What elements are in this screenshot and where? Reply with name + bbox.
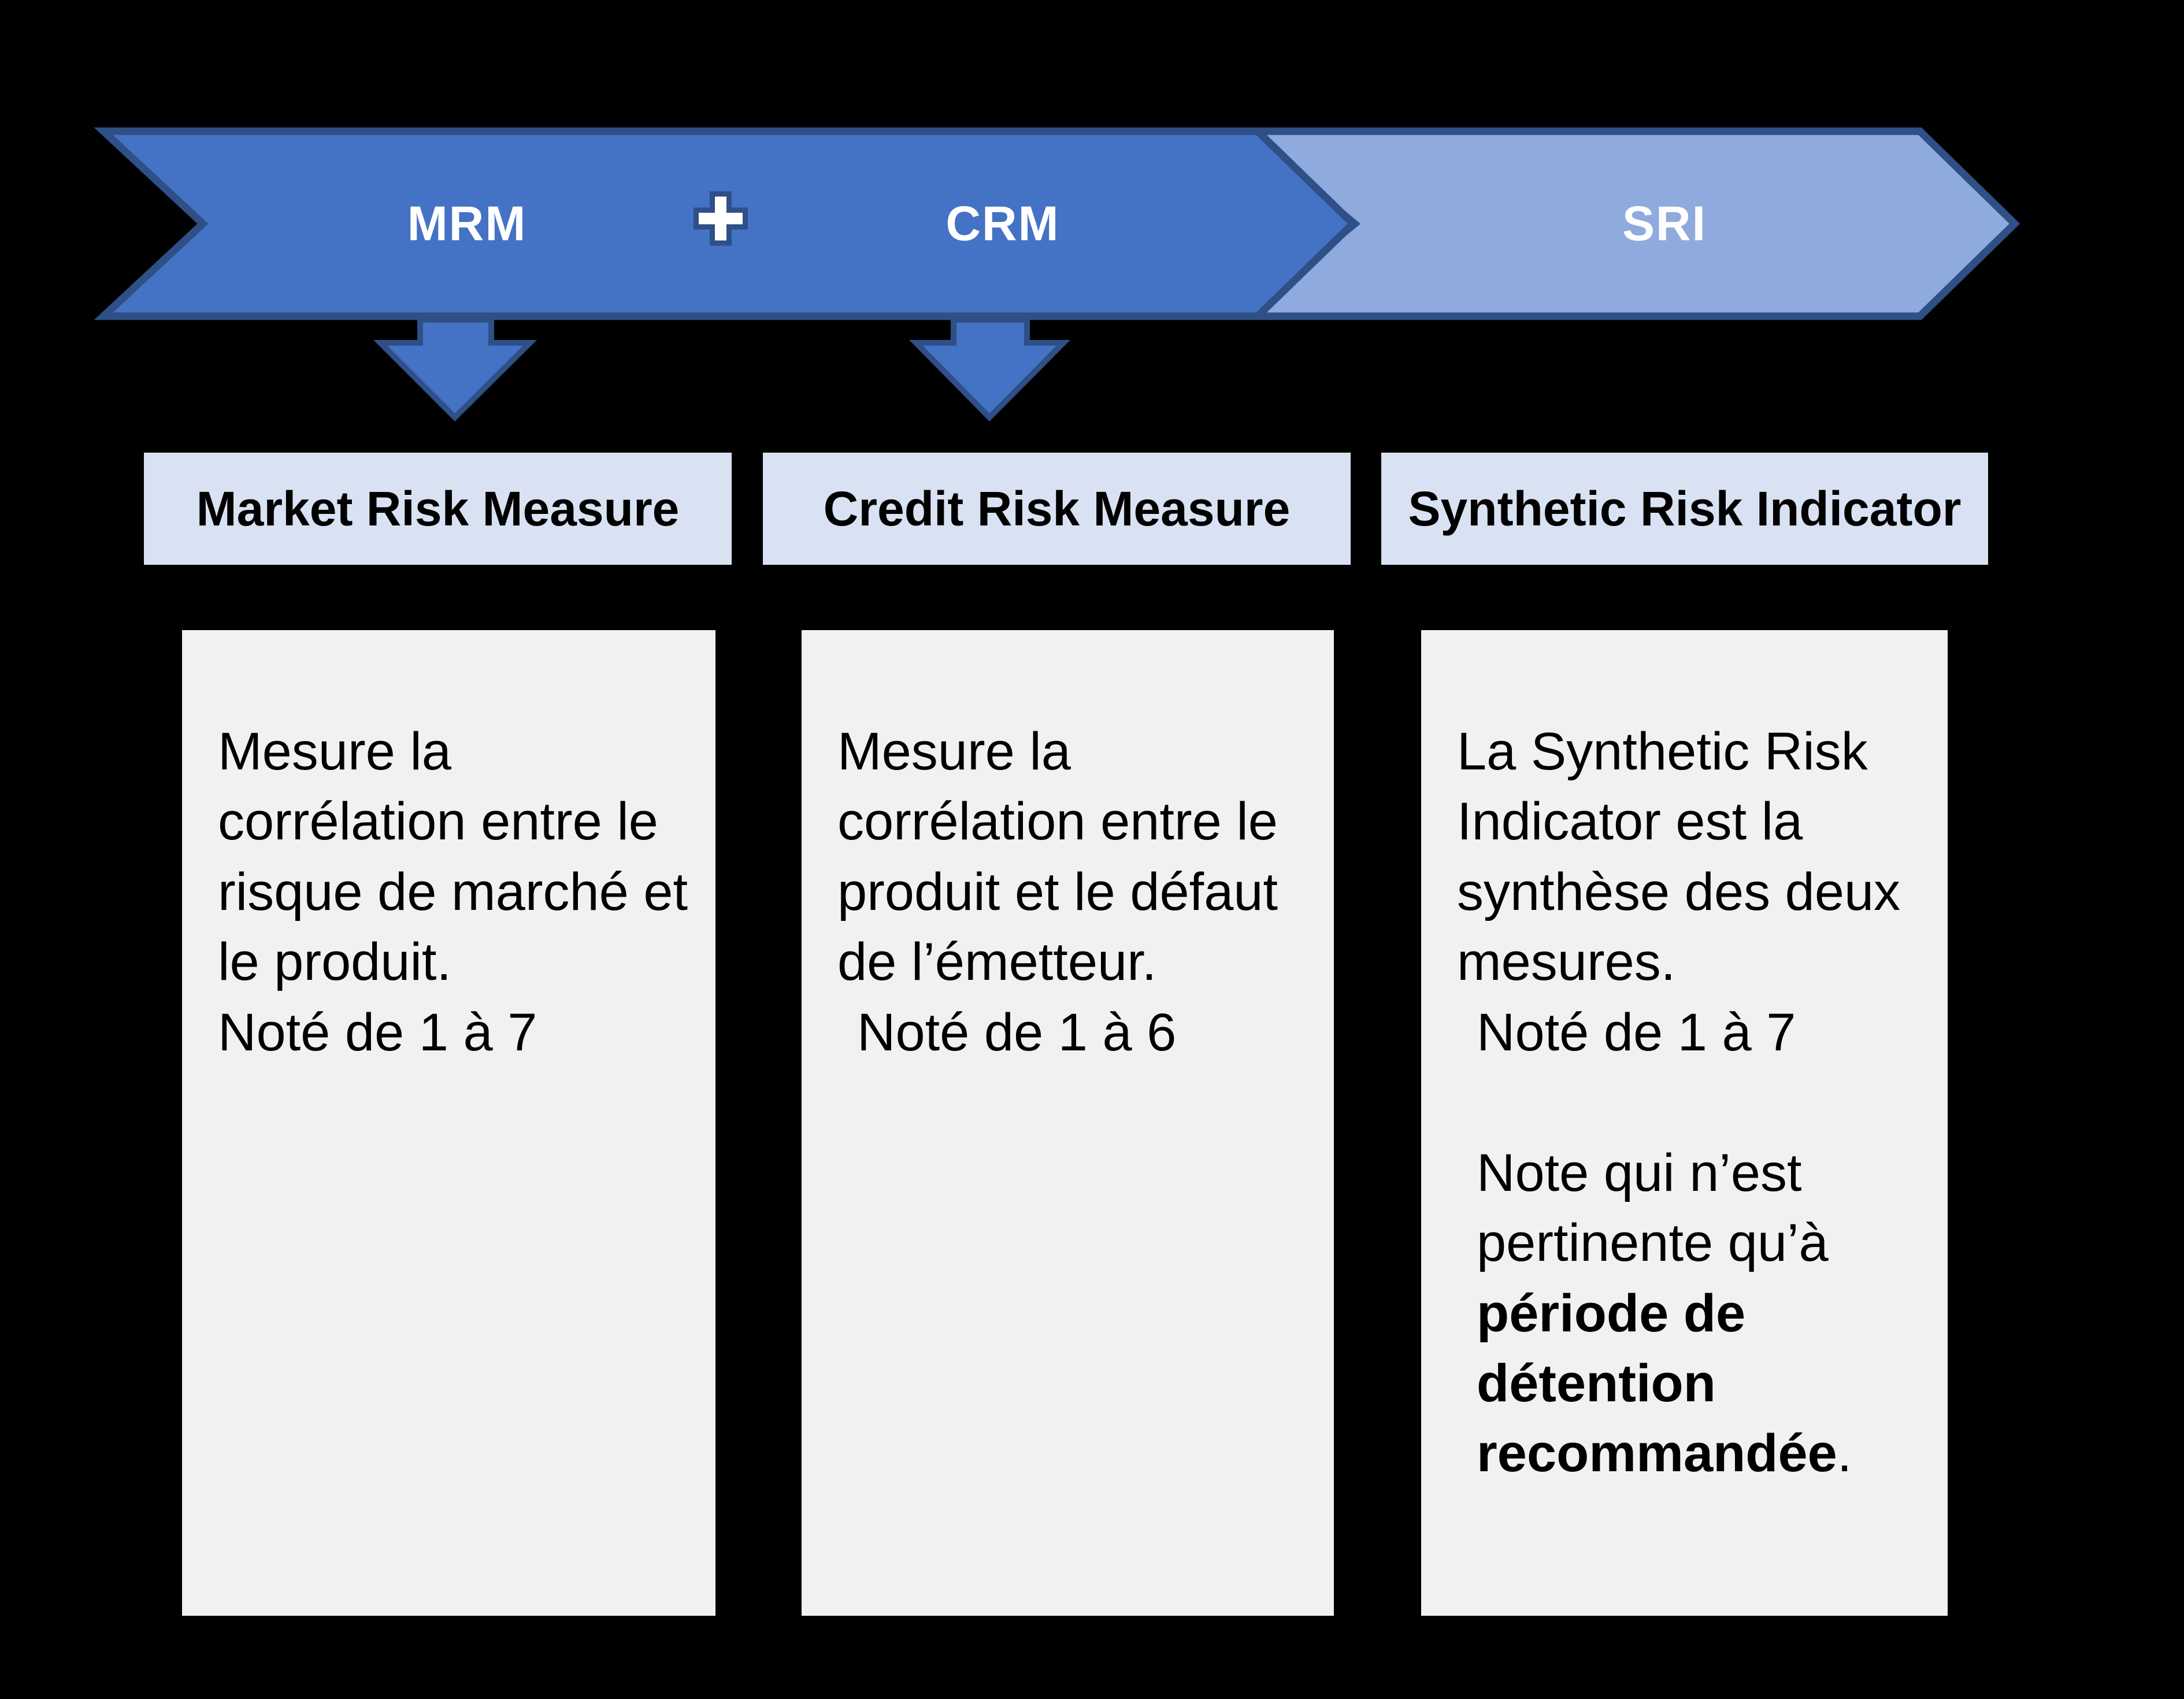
panel-2-description: Mesure la corrélation entre le produit e…: [837, 722, 1278, 992]
down-arrow-crm: [909, 317, 1071, 422]
panel-3-rating: Noté de 1 à 7: [1477, 1002, 1796, 1062]
panel-2-rating: Noté de 1 à 6: [857, 1002, 1177, 1062]
panel-credit-risk-measure: Mesure la corrélation entre le produit e…: [802, 630, 1334, 1616]
panel-1-description: Mesure la corrélation entre le risque de…: [218, 722, 688, 992]
banner-label-crm: CRM: [945, 196, 1060, 251]
down-arrow-mrm: [373, 317, 537, 422]
plus-icon: [694, 191, 748, 246]
header-credit-risk-measure: Credit Risk Measure: [763, 453, 1351, 565]
panel-3-note-suffix: .: [1837, 1424, 1852, 1483]
header-synthetic-risk-indicator: Synthetic Risk Indicator: [1381, 453, 1988, 565]
banner-label-sri: SRI: [1622, 196, 1707, 251]
panel-market-risk-measure: Mesure la corrélation entre le risque de…: [182, 630, 715, 1616]
header-market-risk-measure: Market Risk Measure: [144, 453, 732, 565]
panel-3-note-normal: Note qui n’est pertinente qu’à: [1477, 1143, 1829, 1273]
panel-3-description: La Synthetic Risk Indicator est la synth…: [1457, 722, 1901, 992]
panel-1-rating: Noté de 1 à 7: [218, 1002, 537, 1062]
panel-synthetic-risk-indicator: La Synthetic Risk Indicator est la synth…: [1421, 630, 1948, 1616]
panel-3-note: Note qui n’est pertinente qu’à période d…: [1457, 1068, 1931, 1489]
banner-label-mrm: MRM: [407, 196, 527, 251]
panel-3-note-bold: période de détention recommandée: [1477, 1283, 1837, 1483]
